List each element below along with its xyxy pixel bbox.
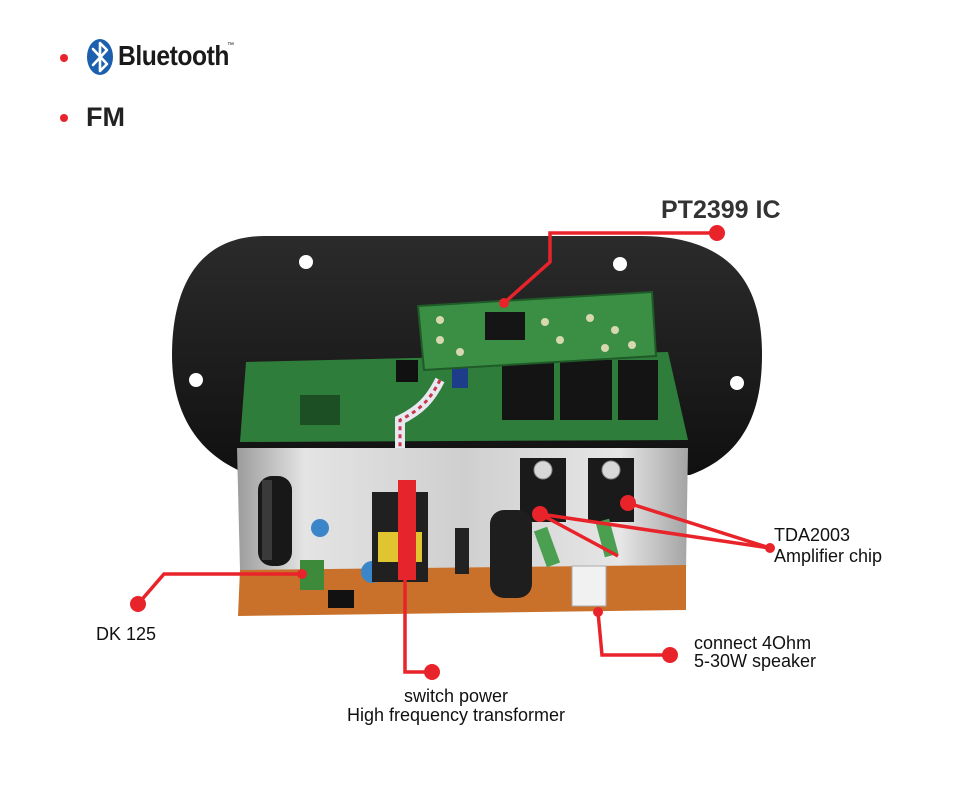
switch-label-line1: switch power	[403, 686, 509, 706]
dk-dot	[130, 596, 146, 612]
bluetooth-label: Bluetooth	[118, 40, 230, 71]
callout-lines	[136, 231, 771, 674]
power-pcb	[238, 476, 686, 616]
speaker-dot	[662, 647, 678, 663]
pt2399-dot	[709, 225, 725, 241]
tda-dot-2	[532, 506, 548, 522]
pt2399-label: PT2399 IC	[661, 196, 781, 224]
heatsink	[237, 448, 688, 570]
bluetooth-icon	[87, 39, 113, 75]
main-pcb	[240, 352, 688, 442]
pt2399-daughter-board	[416, 290, 658, 372]
tda-dot-1	[620, 495, 636, 511]
bullet-bluetooth	[60, 54, 68, 62]
fm-label: FM	[86, 102, 125, 132]
bluetooth-trademark: ™	[227, 42, 234, 49]
callout-dots	[130, 225, 775, 680]
dk-label: DK 125	[96, 624, 157, 644]
tda-label-line2: Amplifier chip	[774, 546, 883, 566]
bullet-fm	[60, 114, 68, 122]
speaker-label-line2: 5-30W speaker	[694, 651, 817, 671]
tda-label-line1: TDA2003	[774, 525, 851, 545]
switch-dot	[424, 664, 440, 680]
switch-label-line2: High frequency transformer	[346, 705, 566, 725]
speaker-label-line1: connect 4Ohm	[694, 633, 812, 653]
